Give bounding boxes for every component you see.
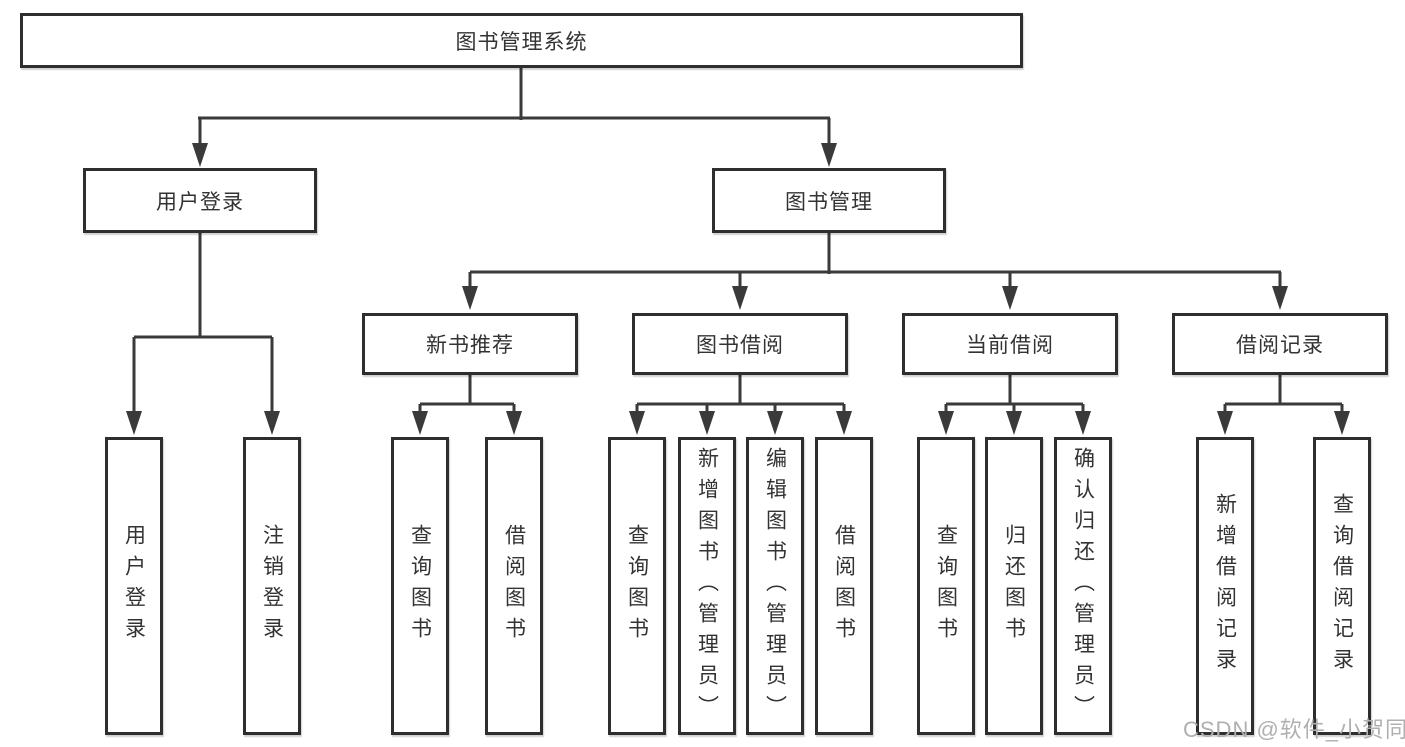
arrowhead-icon [767,411,783,435]
leaf-query-borrow-record: 查询借阅记录 [1313,437,1371,735]
node-label: 确认归还（管理员） [1071,446,1095,726]
arrowhead-icon [506,411,522,435]
leaf-query-books-borrowing: 查询图书 [608,437,666,735]
node-label: 查询图书 [625,524,649,648]
node-label: 新增图书（管理员） [695,446,719,726]
node-label: 借阅记录 [1236,334,1324,357]
arrowhead-icon [1075,411,1091,435]
leaf-query-books-current: 查询图书 [917,437,975,735]
node-borrowing-records: 借阅记录 [1172,313,1388,375]
arrowheads [126,143,1350,435]
node-user-login-branch: 用户登录 [83,168,317,233]
node-label: 编辑图书（管理员） [763,446,787,726]
node-book-management: 图书管理 [712,168,946,233]
node-label: 新增借阅记录 [1213,493,1237,679]
arrowhead-icon [126,411,142,435]
node-label: 图书管理 [785,190,873,214]
arrowhead-icon [1006,411,1022,435]
arrowhead-icon [412,411,428,435]
arrowhead-icon [192,143,208,167]
leaf-add-books-admin: 新增图书（管理员） [678,437,736,735]
node-label: 图书借阅 [696,334,784,357]
arrowhead-icon [1272,286,1288,310]
leaf-edit-books-admin: 编辑图书（管理员） [746,437,804,735]
node-label: 归还图书 [1002,524,1026,648]
node-label: 借阅图书 [502,524,526,648]
arrowhead-icon [821,143,837,167]
node-label: 查询借阅记录 [1330,493,1354,679]
node-label: 查询图书 [934,524,958,648]
node-book-borrowing: 图书借阅 [632,313,848,375]
arrowhead-icon [732,286,748,310]
node-label: 查询图书 [408,524,432,648]
arrowhead-icon [462,286,478,310]
leaf-user-login: 用户登录 [105,437,163,735]
leaf-borrow-books: 借阅图书 [815,437,873,735]
arrowhead-icon [836,411,852,435]
leaf-logout: 注销登录 [243,437,301,735]
arrowhead-icon [1002,286,1018,310]
node-label: 图书管理系统 [455,30,588,54]
arrowhead-icon [1217,411,1233,435]
node-label: 注销登录 [260,524,284,648]
node-current-borrowing: 当前借阅 [902,313,1118,375]
arrowhead-icon [1334,411,1350,435]
leaf-query-books-recommend: 查询图书 [391,437,449,735]
node-label: 用户登录 [122,524,146,648]
leaf-return-books: 归还图书 [985,437,1043,735]
csdn-watermark: CSDN @软件_小贺同学 [1183,717,1405,742]
tree-edges [132,68,1344,413]
node-label: 当前借阅 [966,334,1054,357]
leaf-add-borrow-record: 新增借阅记录 [1196,437,1254,735]
node-label: 新书推荐 [426,334,514,357]
leaf-borrow-books-recommend: 借阅图书 [485,437,543,735]
arrowhead-icon [938,411,954,435]
leaf-confirm-return-admin: 确认归还（管理员） [1054,437,1112,735]
node-new-book-recommend: 新书推荐 [362,313,578,375]
node-label: 用户登录 [156,190,244,214]
node-root-system: 图书管理系统 [20,13,1023,68]
arrowhead-icon [264,411,280,435]
arrowhead-icon [629,411,645,435]
arrowhead-icon [699,411,715,435]
node-label: 借阅图书 [832,524,856,648]
